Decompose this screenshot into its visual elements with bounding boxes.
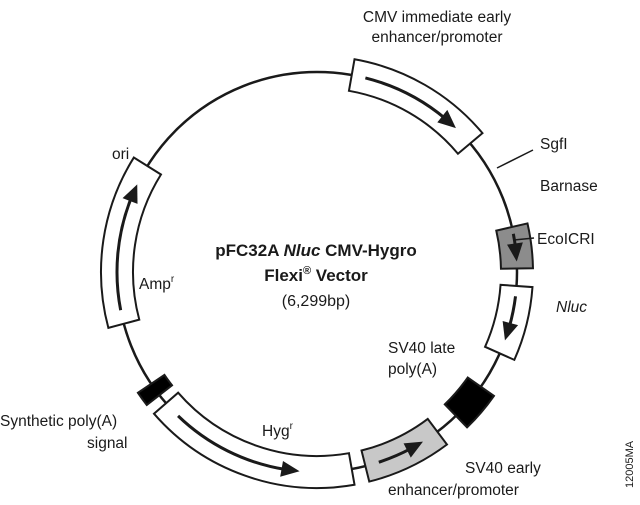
cmv-direction-arrow (365, 76, 447, 120)
sv40-late-label-line2: poly(A) (388, 361, 437, 378)
sv40-late-label-line1: SV40 late (388, 340, 455, 357)
amp-arrowhead-icon (122, 184, 138, 204)
cmv-promoter-block (347, 58, 484, 156)
hyg-resistance-block (152, 391, 356, 489)
ori-label: ori (112, 146, 129, 163)
hyg-direction-arrow (177, 414, 286, 472)
vector-title-line1: pFC32A Nluc CMV-Hygro (215, 241, 417, 260)
cmv-label-line2: enhancer/promoter (372, 29, 503, 46)
synthetic-polya-block (136, 373, 174, 407)
ecoicri-site-tick (513, 237, 535, 241)
sgfi-site-tick (496, 149, 534, 169)
ecoicri-label: EcoICRI (537, 231, 595, 248)
vector-title: pFC32A Nluc CMV-Hygro Flexi® Vector (6,2… (215, 241, 417, 310)
synthetic-polya-label-line2: signal (87, 435, 128, 452)
direction-arrows (115, 76, 523, 477)
nluc-arrowhead-icon (502, 321, 519, 341)
sv40-early-arrowhead-icon (403, 441, 423, 458)
hyg-arrowhead-icon (280, 460, 300, 477)
amp-label: Ampr (139, 274, 175, 293)
sv40-late-polya-block (443, 376, 496, 429)
nluc-block (483, 283, 534, 362)
amp-resistance-block (100, 156, 163, 330)
sgfi-label: SgfI (540, 136, 568, 153)
sv40-early-promoter-block (360, 417, 449, 483)
barnase-arrowhead-icon (507, 242, 523, 262)
figure-code: 12005MA (624, 440, 636, 488)
vector-size: (6,299bp) (282, 293, 351, 310)
hyg-label: Hygr (262, 421, 294, 440)
barnase-label: Barnase (540, 178, 598, 195)
nluc-label: Nluc (556, 299, 587, 316)
vector-title-line2: Flexi® Vector (264, 265, 368, 285)
synthetic-polya-label-line1: Synthetic poly(A) (0, 413, 117, 430)
amp-direction-arrow (115, 196, 133, 311)
sv40-early-label-line2: enhancer/promoter (388, 482, 519, 499)
sv40-early-label-line1: SV40 early (465, 460, 541, 477)
cmv-arrowhead-icon (437, 109, 456, 129)
cmv-label-line1: CMV immediate early (363, 9, 511, 26)
